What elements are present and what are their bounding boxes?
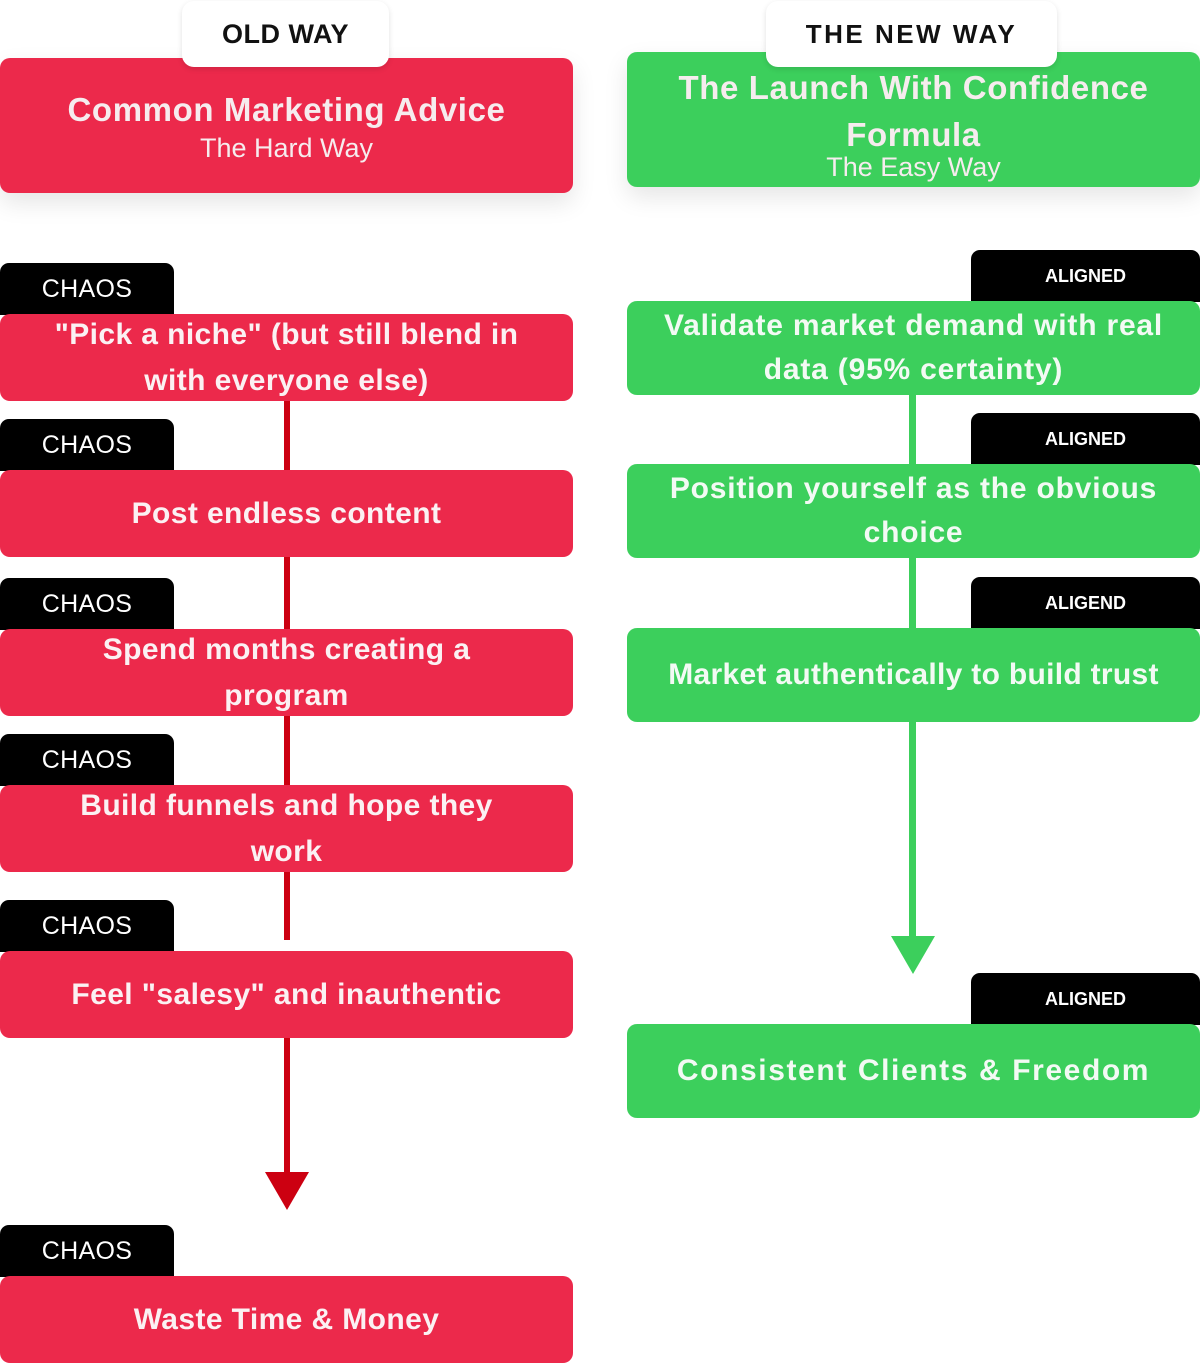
old-step-text: "Pick a niche" (but still blend in with … (54, 317, 519, 397)
old-step-text: Post endless content (131, 496, 442, 530)
arrow-down-icon (891, 936, 935, 974)
chaos-tag-label: CHAOS (41, 274, 133, 303)
old-outcome-text: Waste Time & Money (133, 1302, 440, 1336)
chaos-tag: CHAOS (0, 1225, 174, 1277)
old-way-header: Common Marketing Advice The Hard Way (0, 58, 573, 193)
chaos-tag: CHAOS (0, 419, 174, 471)
new-way-header: The Launch With Confidence Formula The E… (627, 52, 1200, 187)
aligned-tag: ALIGEND (971, 577, 1200, 629)
old-way-tab-label: OLD WAY (221, 18, 350, 49)
aligned-tag-label: ALIGEND (1045, 592, 1126, 613)
aligned-tag-label: ALIGNED (1045, 428, 1126, 449)
old-step: Feel "salesy" and inauthentic (0, 951, 573, 1038)
new-step-text: Position yourself as the obvious choice (669, 472, 1158, 549)
arrow-down-icon (265, 1172, 309, 1210)
new-way-title: The Launch With Confidence Formula (678, 69, 1149, 153)
new-step-text: Market authentically to build trust (668, 658, 1159, 691)
old-step: "Pick a niche" (but still blend in with … (0, 314, 573, 401)
old-step-text: Feel "salesy" and inauthentic (71, 977, 502, 1011)
aligned-tag: ALIGNED (971, 250, 1200, 302)
old-step-text: Build funnels and hope they work (80, 788, 493, 868)
new-way-subtitle: The Easy Way (826, 152, 1001, 182)
old-way-title: Common Marketing Advice (67, 91, 506, 128)
chaos-tag-label: CHAOS (41, 589, 133, 618)
chaos-tag: CHAOS (0, 263, 174, 315)
chaos-tag-label: CHAOS (41, 430, 133, 459)
old-outcome: Waste Time & Money (0, 1276, 573, 1363)
chaos-tag-label: CHAOS (41, 1236, 133, 1265)
new-step: Validate market demand with real data (9… (627, 301, 1200, 395)
new-step: Market authentically to build trust (627, 628, 1200, 722)
chaos-tag: CHAOS (0, 578, 174, 630)
old-way-subtitle: The Hard Way (199, 133, 374, 163)
old-step-text: Spend months creating a program (102, 632, 471, 712)
new-outcome: Consistent Clients & Freedom (627, 1024, 1200, 1118)
old-step: Spend months creating a program (0, 629, 573, 716)
chaos-tag: CHAOS (0, 900, 174, 952)
aligned-tag: ALIGNED (971, 413, 1200, 465)
chaos-tag-label: CHAOS (41, 745, 133, 774)
aligned-tag-label: ALIGNED (1045, 988, 1126, 1009)
old-connector-line (284, 1037, 290, 1177)
old-way-tab: OLD WAY (182, 1, 389, 67)
old-step: Build funnels and hope they work (0, 785, 573, 872)
aligned-tag: ALIGNED (971, 973, 1200, 1025)
aligned-tag-label: ALIGNED (1045, 265, 1126, 286)
chaos-tag: CHAOS (0, 734, 174, 786)
new-step-text: Validate market demand with real data (9… (663, 309, 1164, 386)
new-step: Position yourself as the obvious choice (627, 464, 1200, 558)
new-way-tab: THE NEW WAY (766, 1, 1057, 67)
chaos-tag-label: CHAOS (41, 911, 133, 940)
new-outcome-text: Consistent Clients & Freedom (676, 1054, 1151, 1087)
new-way-tab-label: THE NEW WAY (805, 18, 1018, 49)
old-step: Post endless content (0, 470, 573, 557)
